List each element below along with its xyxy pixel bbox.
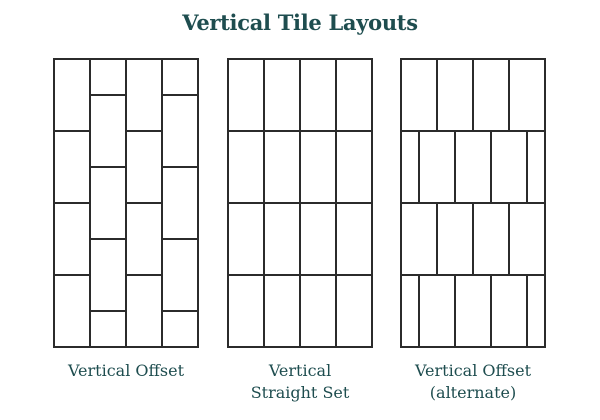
- caption-line: Vertical Offset: [414, 361, 532, 380]
- tile: [472, 202, 510, 276]
- tile: [125, 202, 163, 276]
- tile: [89, 58, 127, 96]
- tile: [454, 274, 492, 348]
- tile: [161, 94, 199, 168]
- tile: [89, 238, 127, 312]
- tile: [161, 310, 199, 348]
- tile: [472, 58, 510, 132]
- tile: [53, 58, 91, 132]
- tile: [299, 202, 337, 276]
- diagram-title: Vertical Tile Layouts: [182, 10, 418, 35]
- tile: [436, 58, 474, 132]
- panel-vertical-offset: [53, 58, 199, 348]
- tile: [490, 130, 528, 204]
- caption-vertical-offset: Vertical Offset: [26, 360, 226, 382]
- tile: [161, 238, 199, 312]
- tile: [89, 94, 127, 168]
- tile: [400, 202, 438, 276]
- tile: [89, 310, 127, 348]
- tile: [53, 202, 91, 276]
- tile: [227, 58, 265, 132]
- tile: [400, 130, 420, 204]
- tile: [299, 58, 337, 132]
- tile: [526, 274, 546, 348]
- tile: [490, 274, 528, 348]
- tile: [161, 166, 199, 240]
- tile: [263, 130, 301, 204]
- tile: [227, 130, 265, 204]
- tile: [454, 130, 492, 204]
- tile: [526, 130, 546, 204]
- panel-vertical-straight-set: [227, 58, 373, 348]
- tile: [436, 202, 474, 276]
- tile: [335, 202, 373, 276]
- tile: [335, 274, 373, 348]
- tile: [125, 58, 163, 132]
- tile: [400, 274, 420, 348]
- tile: [89, 166, 127, 240]
- tile: [418, 274, 456, 348]
- caption-line: (alternate): [429, 383, 517, 402]
- tile: [161, 58, 199, 96]
- tile: [53, 130, 91, 204]
- tile: [227, 202, 265, 276]
- caption-line: Vertical: [268, 361, 332, 380]
- tile: [53, 274, 91, 348]
- tile: [263, 58, 301, 132]
- tile: [335, 58, 373, 132]
- tile: [299, 130, 337, 204]
- tile: [299, 274, 337, 348]
- tile: [125, 274, 163, 348]
- caption-line: Straight Set: [250, 383, 350, 402]
- panel-vertical-offset-alternate: [400, 58, 546, 348]
- tile: [400, 58, 438, 132]
- tile: [227, 274, 265, 348]
- tile: [125, 130, 163, 204]
- tile: [508, 202, 546, 276]
- caption-line: Vertical Offset: [67, 361, 185, 380]
- tile: [263, 202, 301, 276]
- tile: [335, 130, 373, 204]
- tile: [418, 130, 456, 204]
- caption-vertical-straight-set: Vertical Straight Set: [200, 360, 400, 404]
- caption-vertical-offset-alternate: Vertical Offset (alternate): [373, 360, 573, 404]
- tile: [263, 274, 301, 348]
- tile: [508, 58, 546, 132]
